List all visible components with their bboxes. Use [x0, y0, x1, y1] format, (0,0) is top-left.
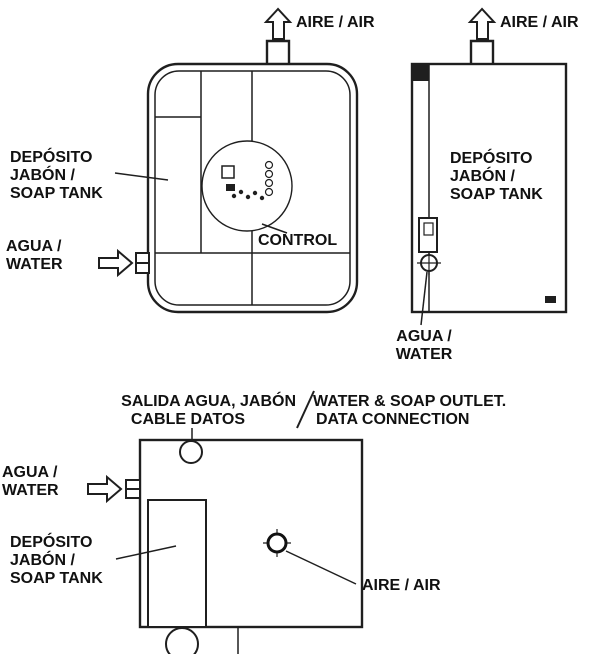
side-air-label: AIRE / AIR: [500, 14, 579, 31]
front-tank-label-2: JABÓN /: [10, 165, 75, 184]
control-led-4: [264, 187, 274, 197]
bottom-soap-tank: [147, 499, 207, 628]
bottom-air-label: AIRE / AIR: [362, 577, 441, 594]
bottom-water-fitting-bottom: [125, 488, 141, 499]
control-button: [226, 184, 235, 191]
side-top-block: [412, 64, 429, 81]
side-tank-label-3: SOAP TANK: [450, 186, 543, 203]
bottom-water-fitting-top: [125, 479, 141, 490]
bottom-tank-label-1: DEPÓSITO: [10, 532, 92, 551]
outlet-label-es: SALIDA AGUA, JABÓN: [121, 391, 296, 410]
side-water-label-2: WATER: [396, 346, 453, 363]
bottom-tank-label-2: JABÓN /: [10, 550, 75, 569]
control-led-3: [264, 178, 274, 188]
front-water-fitting-top: [135, 252, 150, 264]
control-led-2: [264, 169, 274, 179]
side-bottom-foot: [545, 296, 556, 303]
side-air-arrow-icon: [467, 7, 497, 40]
control-dot-2: [238, 189, 244, 195]
side-tank-label-1: DEPÓSITO: [450, 148, 532, 167]
side-body: [410, 62, 568, 314]
bottom-view: SALIDA AGUA, JABÓN WATER & SOAP OUTLET. …: [2, 390, 506, 654]
side-view: AIRE / AIR DEPÓSITO JABÓN / SOAP TANK AG…: [396, 7, 579, 363]
control-led-1: [264, 160, 274, 170]
outlet-port: [179, 440, 203, 464]
bottom-water-arrow-icon: [87, 474, 123, 504]
bottom-water-label-1: AGUA /: [2, 464, 58, 481]
control-leader-line: [261, 223, 288, 234]
control-dot-3: [245, 194, 251, 200]
side-tank-label-2: JABÓN /: [450, 166, 515, 185]
control-dot-1: [231, 193, 237, 199]
outlet-label-en: WATER & SOAP OUTLET.: [313, 393, 506, 410]
bottom-foot-circle: [165, 627, 199, 654]
front-water-fitting-bottom: [135, 262, 150, 274]
front-tank-label-1: DEPÓSITO: [10, 147, 92, 166]
side-air-stub: [469, 39, 495, 64]
side-water-label-1: AGUA /: [396, 328, 452, 345]
bottom-water-label-2: WATER: [2, 482, 59, 499]
control-display: [221, 165, 235, 179]
side-water-fitting-detail: [423, 222, 434, 236]
header-divider-slash: [296, 390, 315, 429]
control-dot-4: [252, 190, 258, 196]
front-air-stub: [265, 39, 291, 64]
control-label: CONTROL: [258, 232, 337, 249]
control-dot-5: [259, 195, 265, 201]
data-label-es: CABLE DATOS: [131, 411, 245, 428]
front-air-label: AIRE / AIR: [296, 14, 375, 31]
bottom-tank-leader-line: [115, 545, 177, 560]
front-water-label-2: WATER: [6, 256, 63, 273]
front-water-label-1: AGUA /: [6, 238, 62, 255]
front-tank-label-3: SOAP TANK: [10, 185, 103, 202]
front-air-arrow-icon: [263, 7, 293, 40]
front-water-arrow-icon: [98, 248, 134, 278]
side-water-leader-line: [420, 271, 428, 326]
bottom-tank-label-3: SOAP TANK: [10, 570, 103, 587]
front-tank-leader-line: [114, 172, 169, 181]
air-port: [266, 532, 288, 554]
air-leader-line: [285, 550, 357, 585]
control-panel: [201, 140, 293, 232]
front-view: AIRE / AIR CONTROL DEPÓSITO JABÓN / SOAP…: [6, 7, 375, 314]
data-label-en: DATA CONNECTION: [316, 411, 469, 428]
